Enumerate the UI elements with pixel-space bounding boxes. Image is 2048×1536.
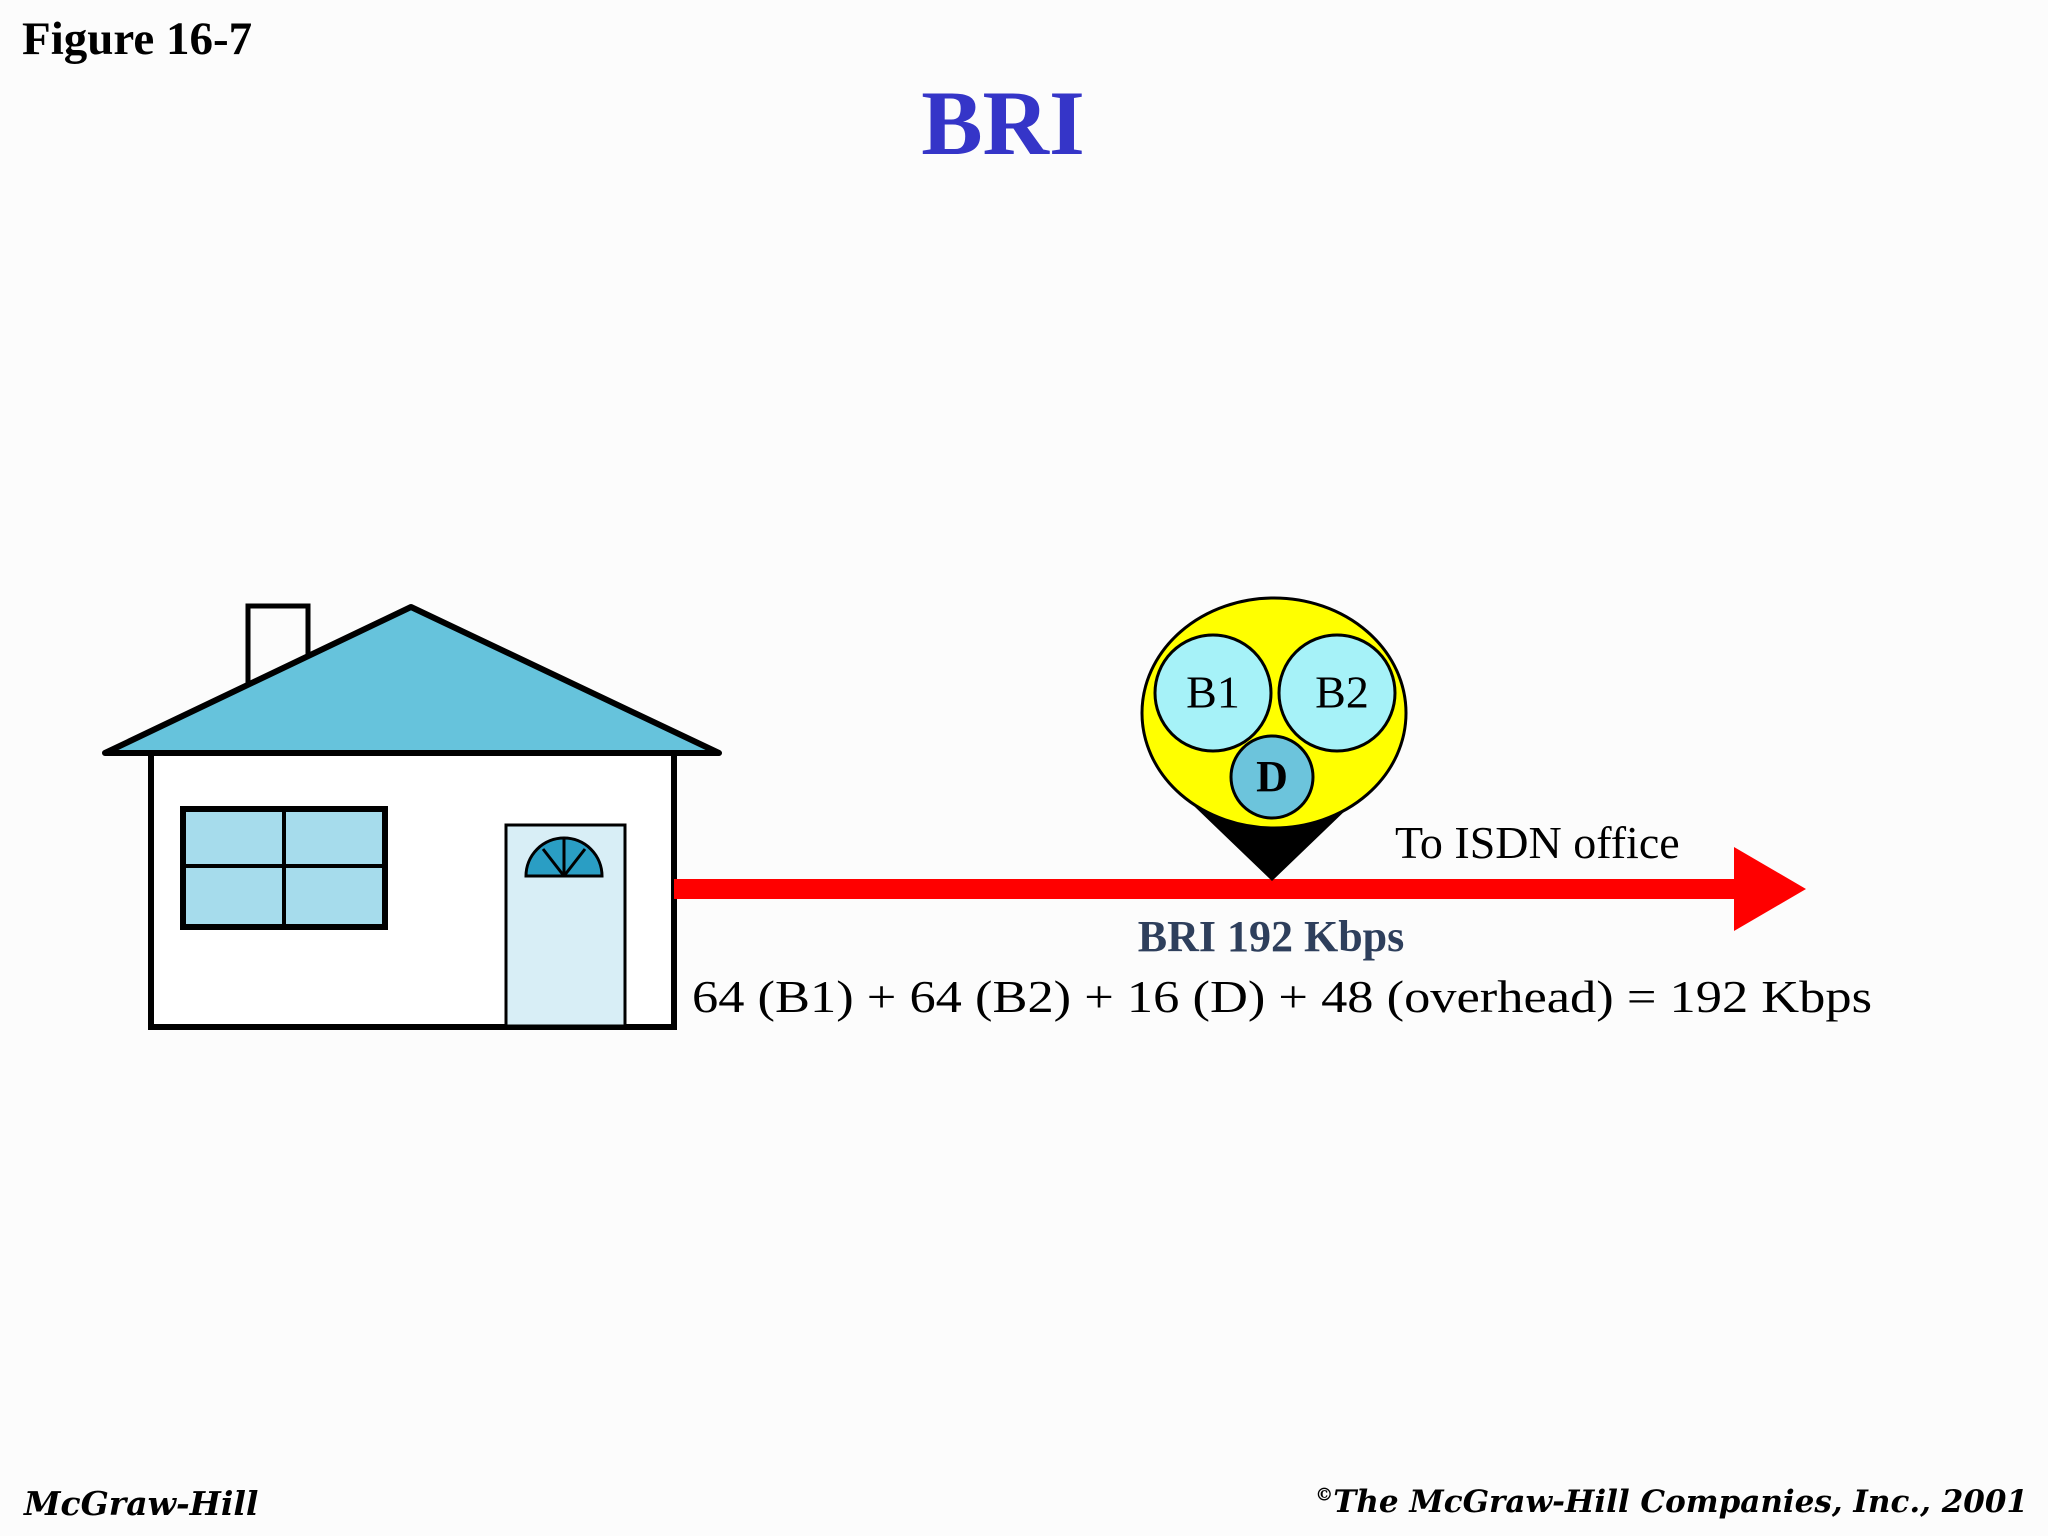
slide-title: BRI <box>921 72 1085 174</box>
channel-bundle: B1 B2 D <box>1140 596 1408 881</box>
destination-label: To ISDN office <box>1395 817 1680 868</box>
bandwidth-equation: 64 (B1) + 64 (B2) + 16 (D) + 48 (overhea… <box>692 971 1872 1022</box>
house-door <box>504 823 627 1028</box>
callout-pointer <box>1195 807 1349 881</box>
publisher-footer: McGraw-Hill <box>24 1484 259 1523</box>
b2-label: B2 <box>1315 667 1369 718</box>
figure-label: Figure 16-7 <box>22 13 253 65</box>
house-window <box>180 806 388 930</box>
b1-channel-circle <box>1153 633 1273 753</box>
copyright-symbol: © <box>1315 1484 1334 1506</box>
b2-channel-circle <box>1277 633 1397 753</box>
rate-label: BRI 192 Kbps <box>1138 912 1405 961</box>
house-icon <box>102 603 722 1030</box>
copyright-text: The McGraw-Hill Companies, Inc., 2001 <box>1333 1484 2028 1520</box>
d-label: D <box>1256 752 1288 801</box>
b1-label: B1 <box>1186 667 1240 718</box>
house-roof <box>102 604 722 756</box>
isdn-line-arrow <box>674 847 1806 931</box>
d-channel-circle <box>1229 734 1315 820</box>
door-fanlight <box>524 836 604 878</box>
copyright-footer: ©The McGraw-Hill Companies, Inc., 2001 <box>1315 1484 2028 1520</box>
